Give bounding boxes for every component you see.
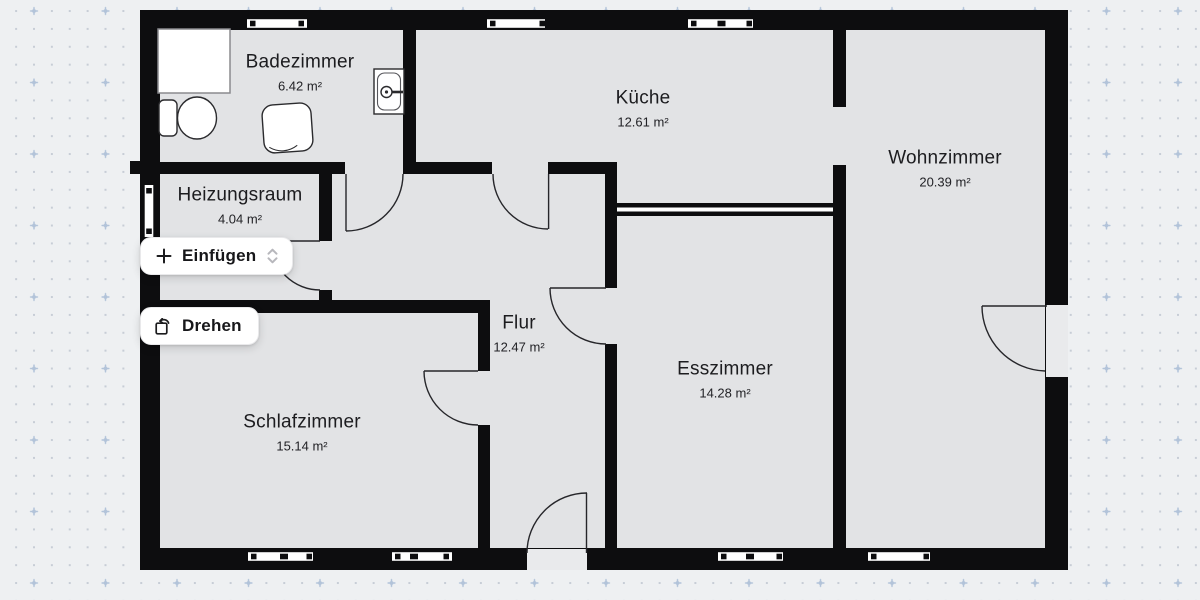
window	[718, 550, 783, 563]
wall-kueche-wohnzimmer-top	[833, 30, 846, 107]
outer-wall-left	[140, 10, 160, 570]
room-area: 12.47 m²	[493, 339, 545, 355]
room-name: Esszimmer	[677, 358, 773, 380]
room-area: 20.39 m²	[919, 174, 971, 190]
wall-stub-left	[130, 161, 142, 174]
room-name: Schlafzimmer	[243, 411, 361, 433]
room-name: Flur	[502, 312, 536, 334]
room-label-schlafzimmer[interactable]: Schlafzimmer 15.14 m²	[243, 411, 360, 456]
chevron-up-down-icon	[265, 247, 280, 265]
sink[interactable]	[373, 68, 405, 115]
room-label-kueche[interactable]: Küche 12.61 m²	[616, 87, 671, 132]
room-label-esszimmer[interactable]: Esszimmer 14.28 m²	[677, 358, 773, 403]
windows[interactable]	[142, 17, 931, 563]
rotate-button[interactable]: Drehen	[140, 307, 259, 345]
room-label-wohnzimmer[interactable]: Wohnzimmer 20.39 m²	[888, 147, 1002, 192]
room-area: 14.28 m²	[699, 385, 751, 401]
window	[247, 17, 307, 30]
window	[868, 550, 930, 563]
wall-kueche-bottom-left	[403, 162, 492, 174]
door-kueche	[492, 173, 550, 230]
rug[interactable]	[261, 102, 314, 154]
wall-kueche-bottom-right	[548, 162, 617, 174]
outer-wall-top	[140, 10, 1068, 30]
passage-opening[interactable]	[610, 203, 840, 216]
room-name: Küche	[615, 87, 671, 109]
insert-button[interactable]: Einfügen	[140, 237, 294, 275]
wall-badezimmer-bottom	[140, 162, 345, 174]
room-area: 6.42 m²	[277, 78, 323, 94]
room-area: 4.04 m²	[217, 211, 263, 227]
doors[interactable]	[270, 173, 1047, 554]
rotate-icon	[155, 317, 172, 335]
door-entrance	[526, 492, 588, 554]
door-wohnzimmer-entry	[981, 305, 1047, 372]
wall-badezimmer-kueche	[403, 30, 416, 174]
room-area: 15.14 m²	[276, 438, 328, 454]
outer-wall-right	[1045, 10, 1068, 570]
fixtures	[157, 28, 405, 154]
window	[487, 17, 545, 30]
insert-button-label: Einfügen	[182, 246, 257, 265]
window	[142, 185, 156, 237]
room-name: Heizungsraum	[177, 184, 303, 206]
wall-flur-esszimmer-top	[605, 162, 617, 288]
wall-esszimmer-wohnzimmer	[833, 165, 846, 555]
room-label-badezimmer[interactable]: Badezimmer 6.42 m²	[246, 51, 355, 96]
door-schlafzimmer	[423, 370, 479, 426]
door-esszimmer	[549, 287, 607, 345]
plus-icon	[156, 248, 172, 264]
room-area: 12.61 m²	[617, 114, 669, 130]
window	[688, 17, 753, 30]
door-thresholds	[527, 305, 1068, 570]
room-name: Wohnzimmer	[888, 147, 1002, 169]
window	[248, 550, 313, 563]
window	[392, 550, 452, 563]
wall-schlafzimmer-flur-bottom	[478, 425, 490, 555]
door-badezimmer	[345, 173, 404, 232]
rotate-button-label: Drehen	[182, 316, 242, 335]
room-label-heizungsraum[interactable]: Heizungsraum 4.04 m²	[178, 184, 303, 229]
room-label-flur[interactable]: Flur 12.47 m²	[493, 312, 544, 357]
wall-heizungsraum-right-top	[319, 162, 332, 241]
wall-schlafzimmer-flur-top	[478, 313, 490, 371]
wall-flur-esszimmer-bottom	[605, 344, 617, 555]
room-name: Badezimmer	[245, 51, 355, 73]
walls[interactable]	[130, 10, 1068, 570]
shower[interactable]	[157, 28, 231, 94]
toilet[interactable]	[158, 96, 218, 140]
